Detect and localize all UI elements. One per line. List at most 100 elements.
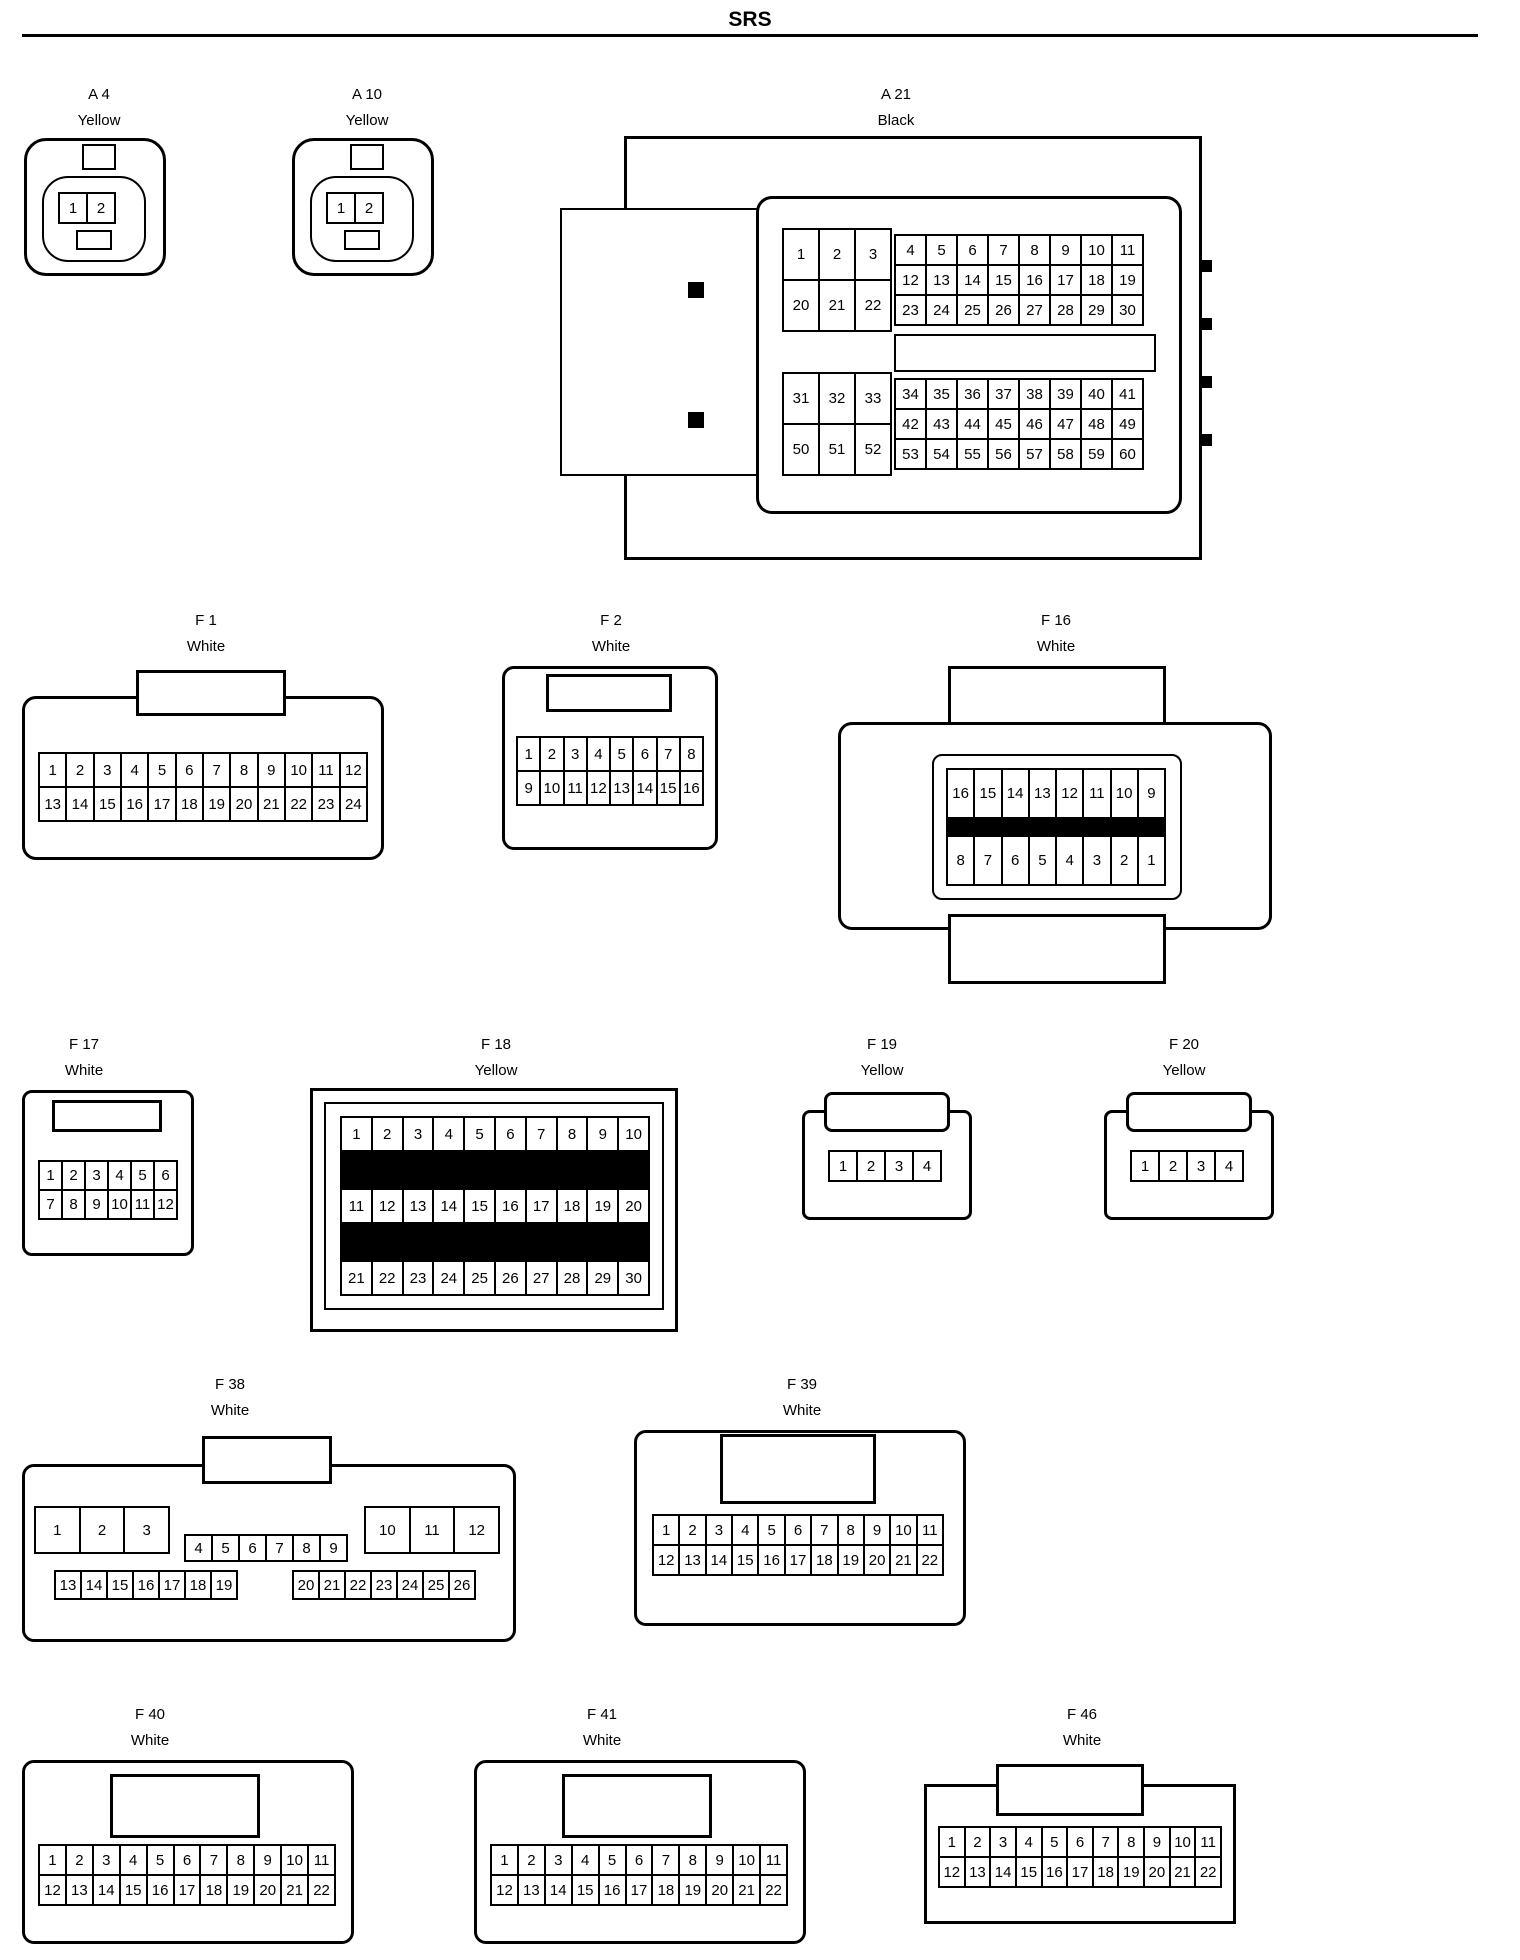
pin-cell: 2 xyxy=(80,1508,124,1552)
pin-cell: 42 xyxy=(896,410,925,438)
pin-cell: 1 xyxy=(1138,837,1164,884)
pin-cell: 17 xyxy=(149,788,175,820)
connector-color: White xyxy=(591,638,631,655)
title-rule xyxy=(22,34,1478,37)
pin-cell: 21 xyxy=(820,281,854,330)
pin-cell: 6 xyxy=(174,1846,200,1874)
connector-id: F 1 xyxy=(195,612,217,629)
latch xyxy=(562,1774,712,1838)
connector-id: F 39 xyxy=(786,1376,817,1393)
latch xyxy=(202,1436,332,1484)
connector-id: F 46 xyxy=(1066,1706,1097,1723)
pin-cell: 5 xyxy=(149,754,175,786)
pin-cell: 8 xyxy=(63,1191,84,1218)
pin-cell: 34 xyxy=(896,380,925,408)
pin-cell: 15 xyxy=(989,266,1018,294)
pin-cell: 14 xyxy=(545,1876,571,1904)
pin-cell: 8 xyxy=(231,754,257,786)
pin-cell: 9 xyxy=(1145,1828,1169,1856)
pin-cell: 6 xyxy=(1002,837,1028,884)
connector-color: White xyxy=(582,1732,622,1749)
pin-cell: 4 xyxy=(1016,1828,1041,1856)
latch xyxy=(52,1100,162,1132)
tab xyxy=(1202,318,1212,330)
latch xyxy=(546,674,672,712)
pin-cell: 8 xyxy=(680,738,702,770)
pin-cell: 3 xyxy=(86,1162,107,1189)
pin-cell: 59 xyxy=(1082,440,1111,468)
connector-id: F 17 xyxy=(68,1036,99,1053)
connector-id: F 2 xyxy=(600,612,622,629)
pin-cell: 52 xyxy=(856,425,890,474)
divider-bar xyxy=(894,334,1156,372)
pin-cell: 56 xyxy=(989,440,1018,468)
pin-cell: 8 xyxy=(680,1846,706,1874)
pin-cell: 23 xyxy=(372,1572,396,1598)
pin-cell: 3 xyxy=(991,1828,1015,1856)
pin-cell: 9 xyxy=(321,1536,346,1560)
pin-cell: 19 xyxy=(228,1876,254,1904)
pin-cell: 19 xyxy=(204,788,230,820)
pin-cell: 4 xyxy=(587,738,609,770)
pin-cell: 22 xyxy=(917,1546,942,1574)
pin-cell: 3 xyxy=(856,230,890,279)
pin-cell: 2 xyxy=(372,1118,402,1150)
pin-cell: 4 xyxy=(122,754,148,786)
pin-cell: 2 xyxy=(66,1846,92,1874)
pin-cell: 20 xyxy=(864,1546,890,1574)
pin-cell: 53 xyxy=(896,440,925,468)
pin-cell: 43 xyxy=(927,410,956,438)
pin-cell: 13 xyxy=(927,266,956,294)
pin-cell: 1 xyxy=(518,738,540,770)
pin-cell: 21 xyxy=(320,1572,344,1598)
pin-cell: 37 xyxy=(989,380,1018,408)
pin-cell: 5 xyxy=(927,236,956,264)
pin-cell: 13 xyxy=(680,1546,705,1574)
pin-cell: 1 xyxy=(940,1828,964,1856)
pin-cell: 16 xyxy=(1020,266,1049,294)
latch xyxy=(824,1092,950,1132)
pin-cell: 36 xyxy=(958,380,987,408)
pin-cell: 5 xyxy=(213,1536,238,1560)
pin-cell: 7 xyxy=(201,1846,227,1874)
pin-cell: 16 xyxy=(680,772,702,804)
pin-cell: 12 xyxy=(1057,770,1083,817)
pin-cell: 3 xyxy=(93,1846,119,1874)
pin-cell: 3 xyxy=(94,754,120,786)
pin-cell: 28 xyxy=(1051,296,1080,324)
pin-cell: 20 xyxy=(231,788,257,820)
pin-cell: 18 xyxy=(812,1546,837,1574)
pin-cell: 10 xyxy=(1082,236,1111,264)
connector-id: F 18 xyxy=(480,1036,511,1053)
pin-cell: 30 xyxy=(1113,296,1142,324)
pin-cell: 44 xyxy=(958,410,987,438)
pin-cell: 8 xyxy=(948,837,974,884)
pin-cell: 16 xyxy=(759,1546,784,1574)
pin-cell: 16 xyxy=(1042,1858,1067,1886)
pin-cell: 8 xyxy=(557,1118,587,1150)
pin-cell: 26 xyxy=(989,296,1018,324)
pin-cell: 6 xyxy=(1068,1828,1092,1856)
pin-cell: 46 xyxy=(1020,410,1049,438)
pin-cell: 14 xyxy=(706,1546,732,1574)
pin-cell: 1 xyxy=(40,754,66,786)
pin-cell: 50 xyxy=(784,425,818,474)
pin-cell: 17 xyxy=(626,1876,652,1904)
pin-cell: 4 xyxy=(120,1846,146,1874)
pin-cell: 14 xyxy=(634,772,656,804)
pin-cell: 2 xyxy=(820,230,854,279)
pin-cell: 1 xyxy=(328,194,354,222)
pin-cell: 19 xyxy=(212,1572,236,1598)
pin-cell: 12 xyxy=(155,1191,176,1218)
pin-cell: 6 xyxy=(155,1162,176,1189)
pin-cell: 24 xyxy=(927,296,956,324)
pin-cell: 7 xyxy=(267,1536,292,1560)
